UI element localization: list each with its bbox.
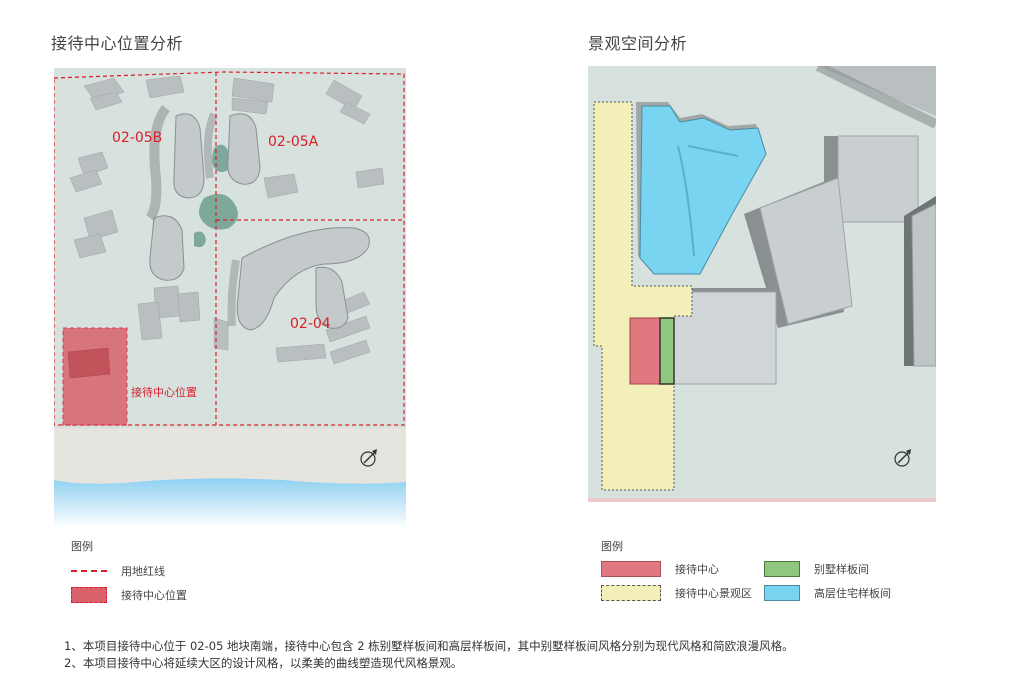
north-arrow-icon xyxy=(360,449,377,467)
legend-reception-location: 接待中心位置 xyxy=(71,587,187,603)
legend-villa-sample: 别墅样板间 xyxy=(764,561,869,577)
swatch-landscape xyxy=(601,585,661,601)
legend-highrise-sample: 高层住宅样板间 xyxy=(764,585,891,601)
swatch-reception xyxy=(601,561,661,577)
left-title: 接待中心位置分析 xyxy=(51,34,184,53)
reception-center-label: 接待中心位置 xyxy=(131,385,197,399)
site-location-map: 02-05B 02-05A 02-04 接待中心位置 xyxy=(54,68,406,528)
green-patch xyxy=(194,231,206,248)
legend-boundary: 用地红线 xyxy=(71,563,165,579)
highrise-sample-area xyxy=(639,105,767,275)
plot-label-02-04: 02-04 xyxy=(290,316,331,332)
landscape-space-map xyxy=(588,66,936,502)
swatch-highrise xyxy=(764,585,800,601)
legend-reception-center: 接待中心 xyxy=(601,561,719,577)
north-arrow-icon xyxy=(894,449,911,467)
legend-label: 接待中心景观区 xyxy=(675,587,752,600)
left-legend-heading: 图例 xyxy=(71,540,93,553)
legend-label: 别墅样板间 xyxy=(814,563,869,576)
right-title: 景观空间分析 xyxy=(588,34,688,53)
legend-label: 高层住宅样板间 xyxy=(814,587,891,600)
legend-label: 接待中心位置 xyxy=(121,589,187,602)
legend-landscape-area: 接待中心景观区 xyxy=(601,585,752,601)
legend-label: 接待中心 xyxy=(675,563,719,576)
legend-label: 用地红线 xyxy=(121,565,165,578)
curved-building xyxy=(149,113,370,331)
building-block xyxy=(668,135,936,385)
villa-sample-area xyxy=(659,317,675,385)
green-patch xyxy=(199,194,238,230)
reception-center-area xyxy=(629,317,661,385)
reception-landscape-area xyxy=(593,101,693,491)
red-fill-swatch xyxy=(71,587,107,603)
note-line-2: 2、本项目接待中心将延续大区的设计风格，以柔美的曲线塑造现代风格景观。 xyxy=(64,656,463,670)
river xyxy=(54,478,406,528)
note-line-1: 1、本项目接待中心位于 02-05 地块南端，接待中心包含 2 栋别墅样板间和高… xyxy=(64,639,794,653)
road xyxy=(54,428,406,484)
dashed-line-swatch xyxy=(71,570,107,572)
building-cluster xyxy=(69,75,385,365)
swatch-villa xyxy=(764,561,800,577)
plot-label-02-05a: 02-05A xyxy=(268,134,319,150)
plot-label-02-05b: 02-05B xyxy=(112,130,162,146)
right-legend-heading: 图例 xyxy=(601,540,623,553)
boundary-lines xyxy=(54,71,405,426)
